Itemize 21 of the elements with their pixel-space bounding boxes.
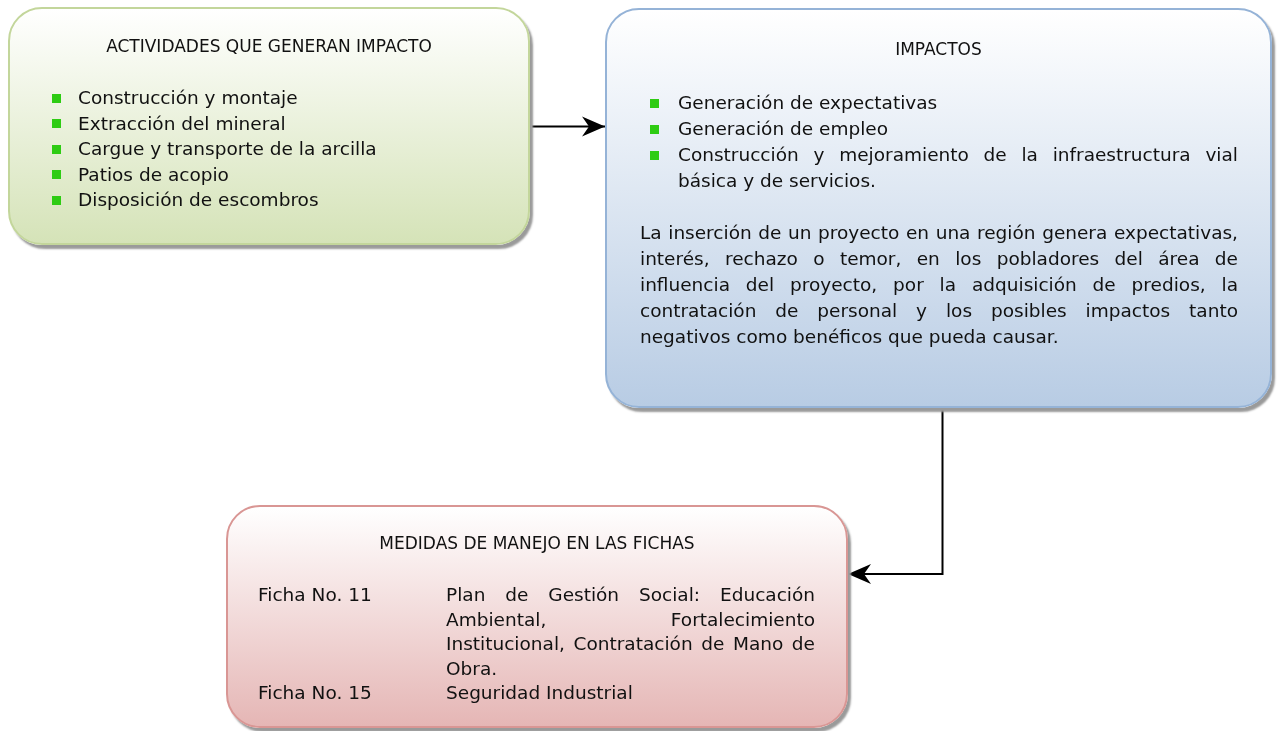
list-item: Disposición de escombros xyxy=(78,188,320,212)
description-paragraph: La inserción de un proyecto en una región genera expectativas, interés, rechazo o temor, en los pobladores del área de influencia del proyecto, por la adquisición de predios, la contratación de personal y los posibles impactos tanto negativos como benéficos que pueda causar. xyxy=(640,221,1238,349)
rounded-box xyxy=(605,8,1272,408)
box-heading: MEDIDAS DE MANEJO EN LAS FICHAS xyxy=(378,532,696,554)
sheet-number: Ficha No. 15 xyxy=(258,681,372,705)
list-item: Construcción y montaje xyxy=(78,86,299,110)
measure-description: Plan de Gestión Social: Educación Ambiental, Fortalecimiento Institucional, Contratación de Mano de Obra. xyxy=(446,583,815,681)
rounded-box xyxy=(8,7,530,245)
list-item: Extracción del mineral xyxy=(78,111,287,136)
arrow xyxy=(847,407,944,584)
box-heading: ACTIVIDADES QUE GENERAN IMPACTO xyxy=(105,35,433,57)
box-heading: IMPACTOS xyxy=(894,38,983,60)
sheet-number: Ficha No. 11 xyxy=(258,583,372,607)
list-item: Cargue y transporte de la arcilla xyxy=(78,137,378,161)
list-item: Generación de empleo xyxy=(678,117,889,141)
arrow xyxy=(531,116,606,137)
rounded-box xyxy=(226,505,848,728)
measure-description: Seguridad Industrial xyxy=(446,681,634,705)
list-item: Construcción y mejoramiento de la infraestructura vial básica y de servicios. xyxy=(678,143,1238,193)
list-item: Patios de acopio xyxy=(78,162,230,187)
list-item: Generación de expectativas xyxy=(678,91,939,115)
